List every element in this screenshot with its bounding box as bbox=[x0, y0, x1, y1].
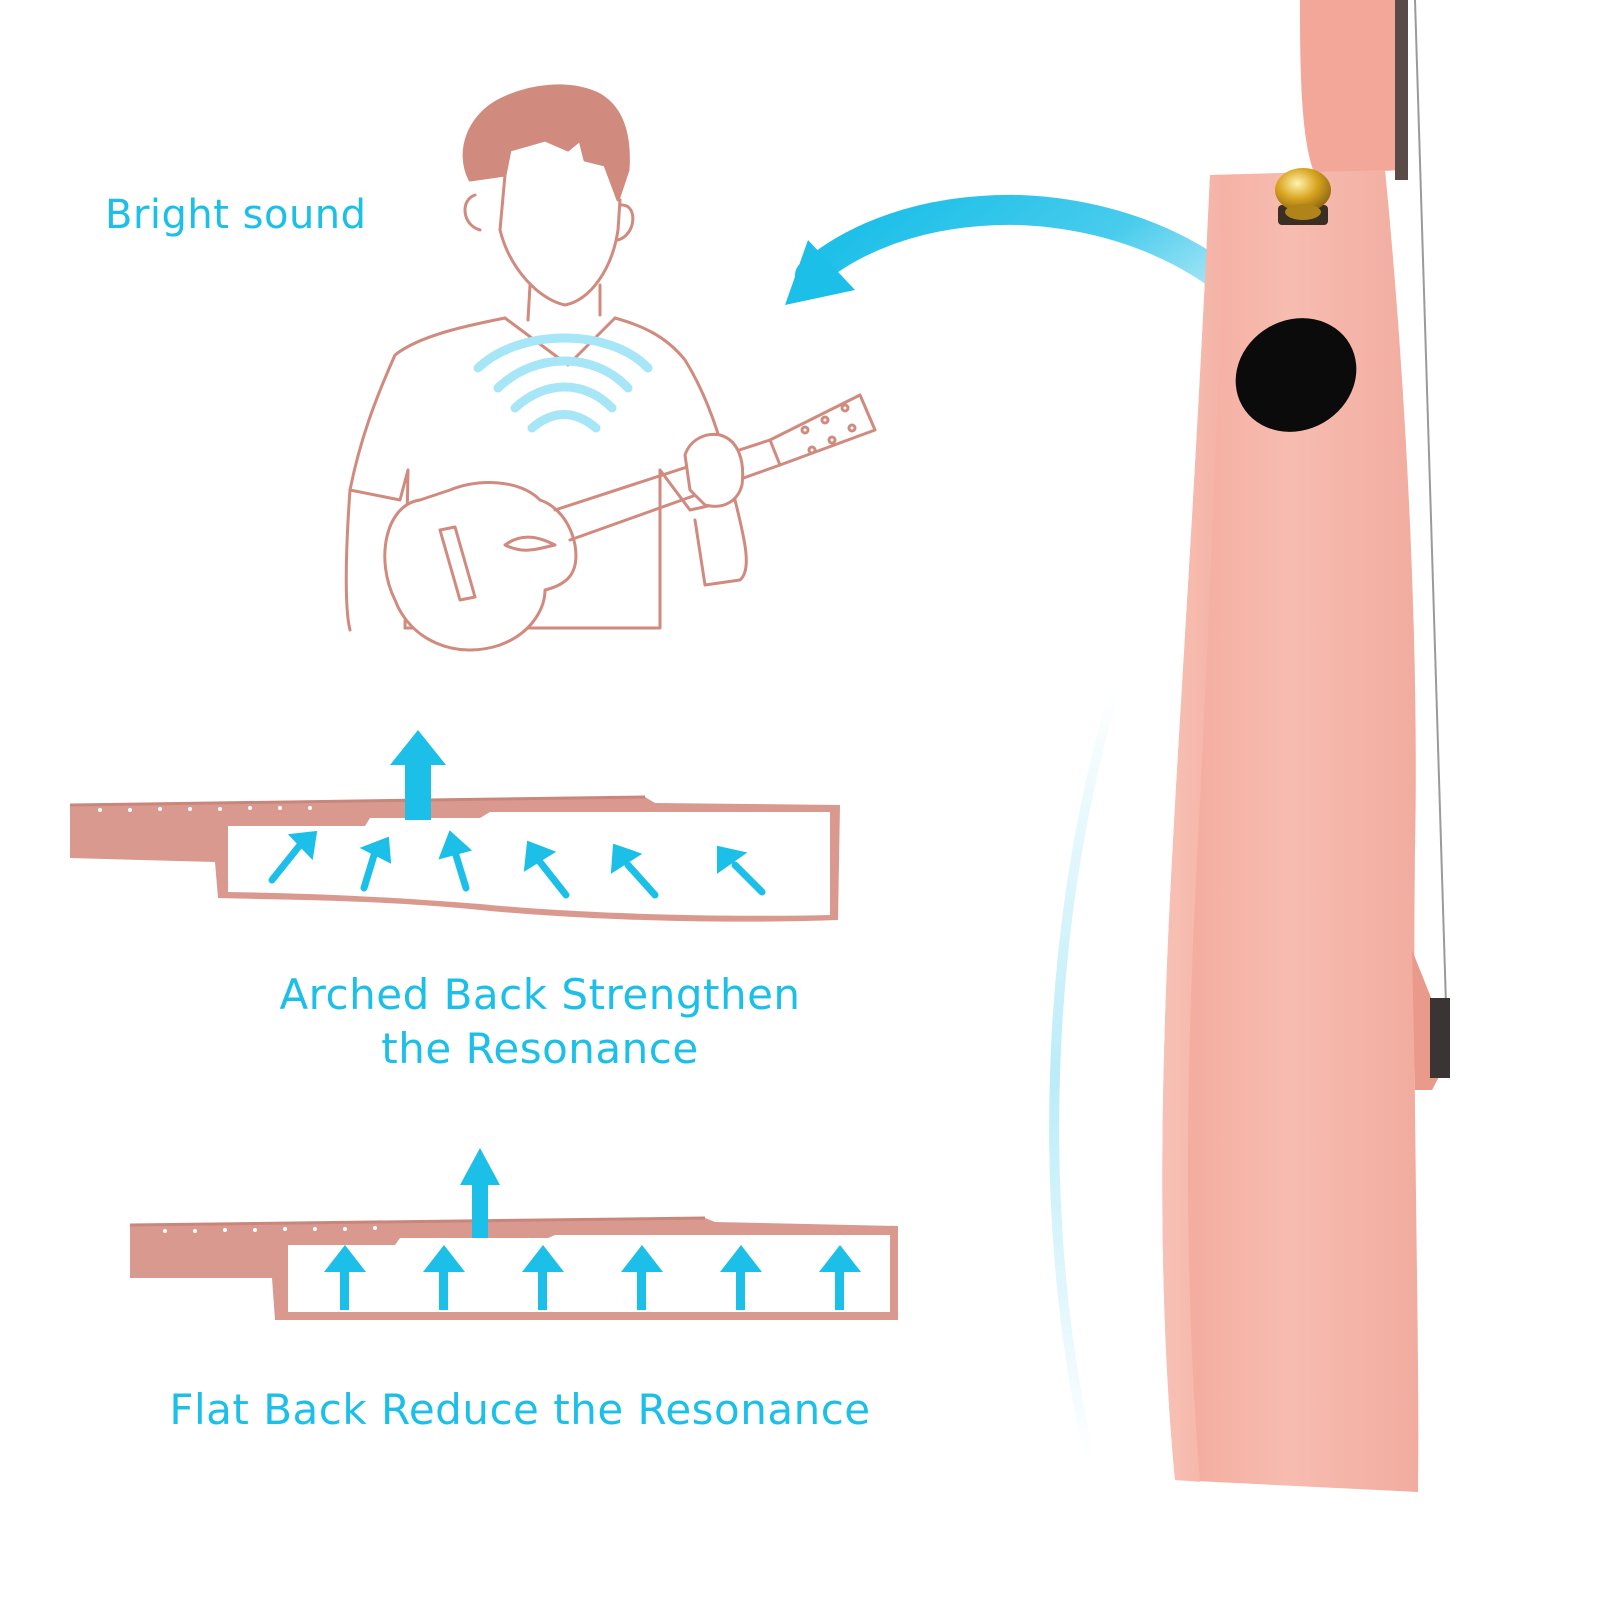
sound-port bbox=[1235, 318, 1357, 432]
sound-waves-icon bbox=[473, 333, 653, 433]
arched-caption-line-1: Arched Back Strengthen bbox=[279, 970, 801, 1019]
ukulele-side-view-icon bbox=[1162, 0, 1450, 1492]
ukulele-headstock bbox=[768, 393, 877, 467]
flat-internal-arrows bbox=[324, 1245, 861, 1310]
strap-button bbox=[1275, 168, 1331, 225]
arched-back-diagram bbox=[69, 730, 840, 922]
flat-arrow-4 bbox=[621, 1245, 663, 1310]
ukulele-soundhole bbox=[503, 535, 557, 552]
flat-arrow-2 bbox=[423, 1245, 465, 1310]
arm-left bbox=[344, 488, 352, 632]
hand-fretting bbox=[683, 432, 745, 508]
flat-arrow-6 bbox=[819, 1245, 861, 1310]
neck bbox=[526, 283, 602, 322]
arm-right bbox=[693, 498, 748, 587]
flat-arrow-1 bbox=[324, 1245, 366, 1310]
arched-caption-line-2: the Resonance bbox=[381, 1024, 699, 1073]
ukulele-bridge bbox=[438, 525, 477, 602]
ukulele-neck bbox=[553, 438, 782, 542]
hair bbox=[462, 84, 630, 202]
flat-resonance-arrow-up bbox=[460, 1148, 500, 1238]
man-playing-ukulele-icon bbox=[344, 84, 877, 652]
ear-left bbox=[463, 193, 482, 232]
ear-right bbox=[616, 203, 635, 242]
arched-resonance-arrow-up bbox=[390, 730, 446, 820]
face bbox=[498, 173, 622, 307]
arched-internal-arrows bbox=[268, 830, 766, 899]
ukulele-body bbox=[383, 481, 578, 652]
flat-back-caption: Flat Back Reduce the Resonance bbox=[169, 1385, 871, 1434]
ukulele-body-side bbox=[1162, 170, 1419, 1492]
light-sweep bbox=[1049, 688, 1120, 1462]
shirt bbox=[348, 316, 737, 630]
flat-arrow-3 bbox=[522, 1245, 564, 1310]
flat-arrow-5 bbox=[720, 1245, 762, 1310]
flat-back-diagram bbox=[129, 1148, 898, 1320]
arched-back-caption: Arched Back Strengthen the Resonance bbox=[220, 968, 860, 1076]
bright-sound-label: Bright sound bbox=[105, 192, 367, 238]
